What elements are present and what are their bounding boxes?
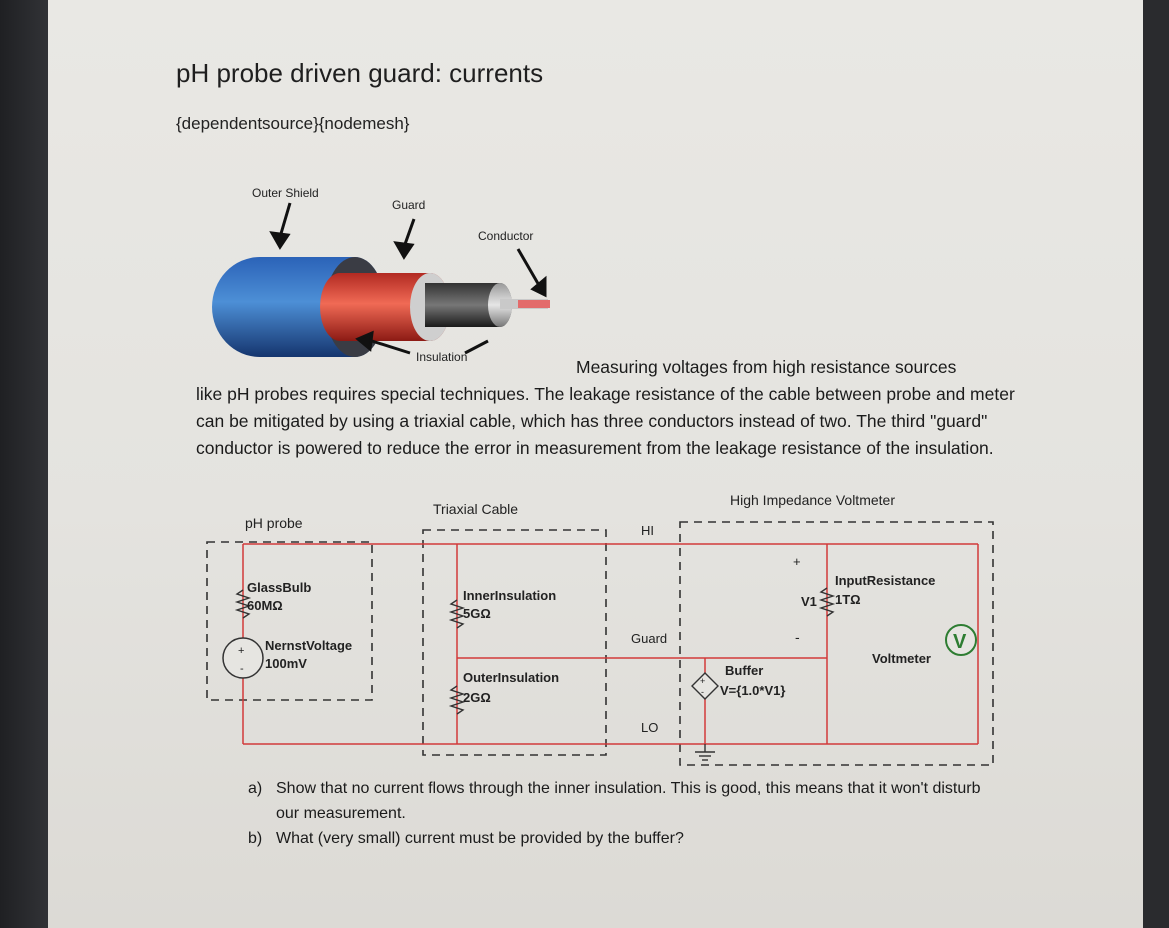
insulation-label: Insulation [416,350,467,364]
lo-node-label: LO [641,720,658,735]
svg-text:-: - [701,687,704,697]
question-b: b) What (very small) current must be pro… [248,826,1008,851]
voltmeter-symbol [945,624,977,656]
source-minus: - [240,663,244,675]
glass-bulb-value: 60MΩ [247,598,283,613]
intro-rest: like pH probes requires special techniqu… [196,384,1015,458]
page-title: pH probe driven guard: currents [176,58,544,88]
paper-sheet [48,0,1143,928]
outer-insulation-value: 2GΩ [463,690,491,705]
inner-insulation-value: 5GΩ [463,606,491,621]
ground-icon [695,744,715,761]
ph-probe-label: pH probe [245,515,303,531]
voltmeter-name: Voltmeter [872,651,931,666]
question-list: a) Show that no current flows through th… [248,776,1008,851]
inner-insulation-resistor [448,599,466,629]
voltmeter-box [679,521,994,766]
buffer-expression: V={1.0*V1} [720,683,785,698]
svg-text:+: + [700,676,705,686]
circuit-schematic: + - + - V pH probe Triaxial Cable High I… [206,492,994,766]
triaxial-cable-box [422,529,607,756]
voltmeter-box-label: High Impedance Voltmeter [730,492,895,508]
ph-probe-box [206,541,373,701]
glass-bulb-resistor [234,589,252,619]
topic-tags: {dependentsource}{nodemesh} [176,114,410,133]
question-letter: b) [248,830,263,847]
v1-label: V1 [801,594,817,609]
intro-first-line: Measuring voltages from high resistance … [576,357,957,377]
input-resistance-value: 1TΩ [835,592,861,607]
conductor-label: Conductor [478,229,533,243]
guard-node-label: Guard [631,631,667,646]
nernst-voltage-value: 100mV [265,656,307,671]
v1-minus: - [795,629,800,645]
question-a: a) Show that no current flows through th… [248,776,1008,826]
outer-insulation-resistor [448,685,466,715]
outer-shield-label: Outer Shield [252,186,319,200]
buffer-dependent-source [691,672,719,700]
triaxial-cable-label: Triaxial Cable [433,501,518,517]
triaxial-cable-figure: Outer Shield Guard Conductor Insulation [212,186,550,364]
inner-insulation-name: InnerInsulation [463,588,556,603]
input-resistance-resistor [818,587,836,617]
question-text: Show that no current flows through the i… [276,780,981,822]
guard-label: Guard [392,198,425,212]
nernst-voltage-source [222,637,264,679]
question-letter: a) [248,780,263,797]
voltmeter-letter: V [953,631,967,653]
intro-paragraph: Measuring voltages from high resistance … [196,354,1016,462]
v1-plus: + [793,554,801,569]
input-resistance-name: InputResistance [835,573,935,588]
question-text: What (very small) current must be provid… [276,830,684,847]
glass-bulb-name: GlassBulb [247,580,311,595]
outer-insulation-name: OuterInsulation [463,670,559,685]
hi-node-label: HI [641,523,654,538]
source-plus: + [238,645,244,657]
buffer-name: Buffer [725,663,763,678]
nernst-voltage-name: NernstVoltage [265,638,352,653]
